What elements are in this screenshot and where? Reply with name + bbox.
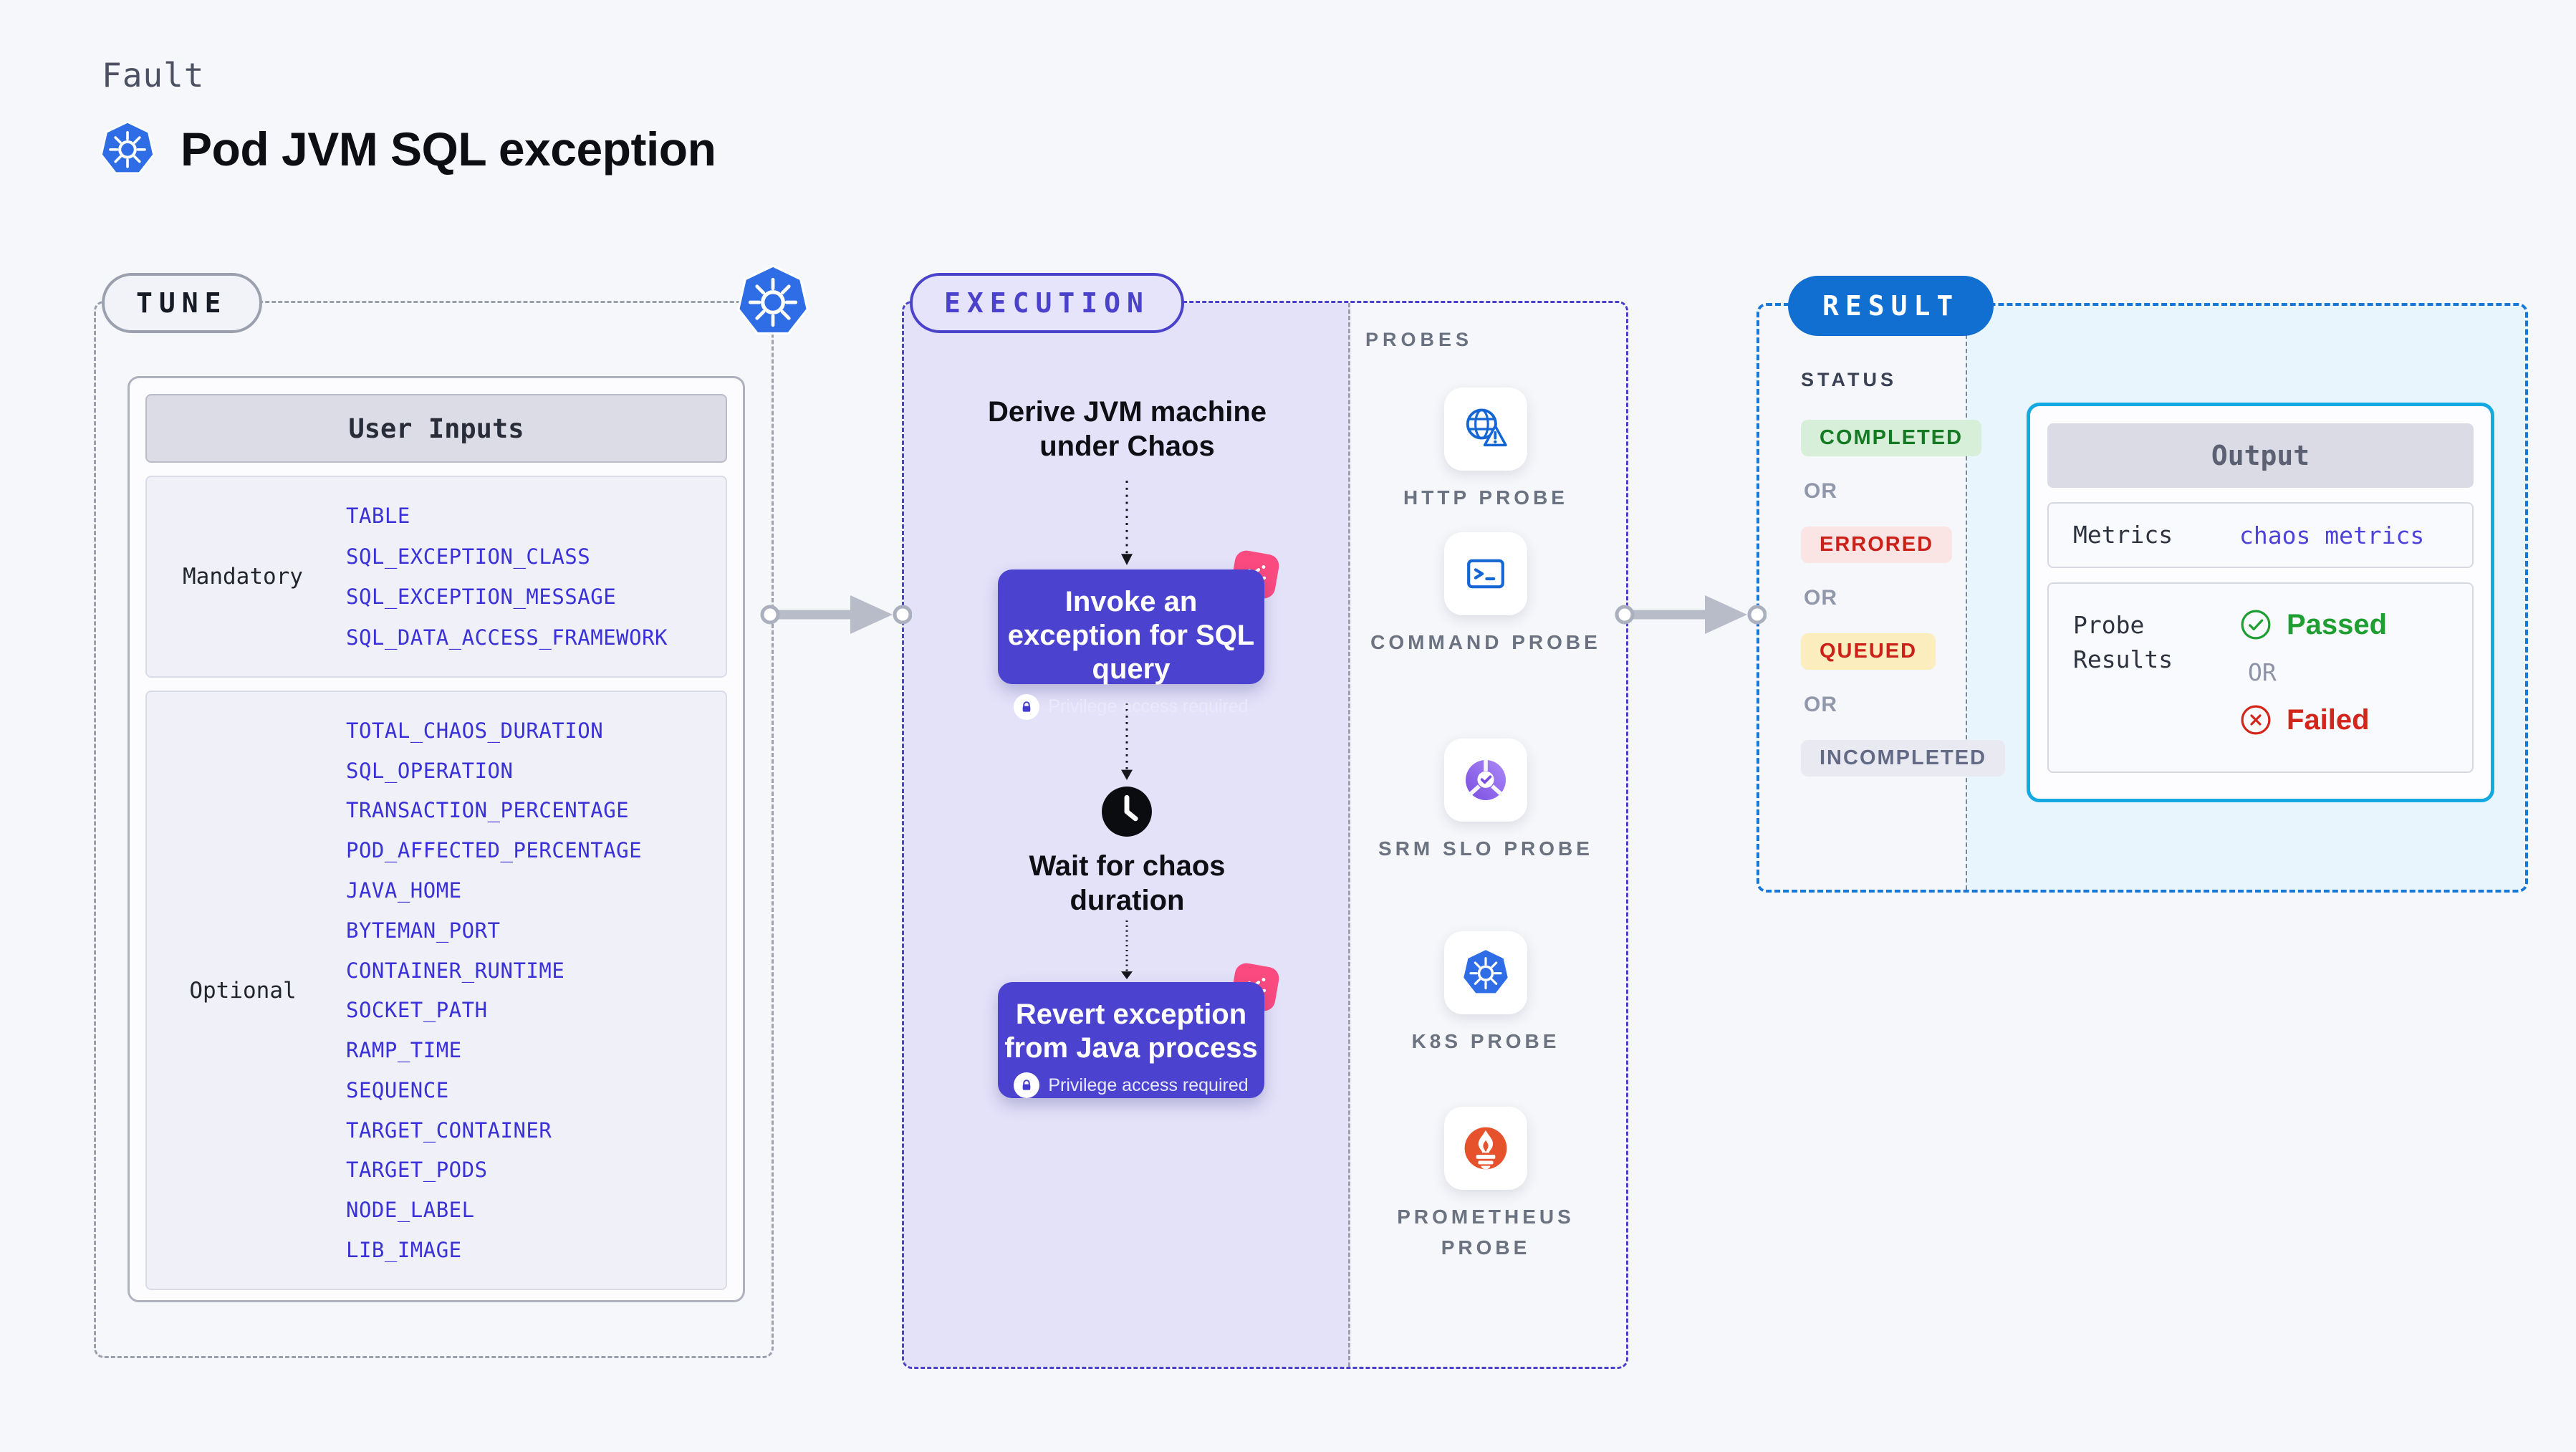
param-item: TARGET_CONTAINER [346, 1117, 552, 1143]
param-item: NODE_LABEL [346, 1198, 475, 1223]
wait-step-text: Wait for chaos duration [1029, 850, 1226, 916]
param-item: SQL_OPERATION [346, 758, 514, 783]
param-item: BYTEMAN_PORT [346, 918, 501, 943]
status-column: STATUS COMPLETED OR ERRORED OR QUEUED OR… [1801, 369, 2006, 777]
probe-label: SRM SLO PROBE [1378, 837, 1593, 860]
fault-category-label: Fault [102, 56, 205, 95]
tune-section: TUNE User Inputs Mandatory TABLE SQL_EXC… [94, 301, 774, 1358]
probe-results-row: Probe Results Passed OR Failed [2047, 582, 2474, 773]
param-item: SQL_EXCEPTION_CLASS [346, 544, 591, 569]
or-separator: OR [1804, 693, 1837, 716]
arrow-execution-to-result [1615, 593, 1767, 636]
or-separator: OR [1804, 479, 1837, 503]
probe-results-values: Passed OR Failed [2239, 608, 2387, 736]
tune-pill: TUNE [102, 273, 262, 333]
param-item: CONTAINER_RUNTIME [346, 958, 565, 983]
param-item: TABLE [346, 504, 410, 529]
status-badge: INCOMPLETED [1801, 740, 2006, 777]
metrics-row: Metrics chaos metrics [2047, 502, 2474, 568]
param-item: SOCKET_PATH [346, 998, 488, 1023]
probe-label: PROMETHEUS PROBE [1397, 1206, 1575, 1259]
lock-icon [1014, 1072, 1040, 1099]
param-item: TARGET_PODS [346, 1158, 488, 1183]
user-inputs-card: User Inputs Mandatory TABLE SQL_EXCEPTIO… [128, 376, 745, 1302]
status-badge: QUEUED [1801, 633, 1936, 670]
terminal-icon [1461, 549, 1511, 599]
prometheus-probe-card [1444, 1107, 1527, 1190]
or-separator: OR [2248, 658, 2277, 686]
mandatory-params-group: Mandatory TABLE SQL_EXCEPTION_CLASS SQL_… [145, 476, 727, 678]
optional-params-group: Optional TOTAL_CHAOS_DURATION SQL_OPERAT… [145, 691, 727, 1290]
param-item: LIB_IMAGE [346, 1238, 462, 1263]
k8s-probe-card [1444, 931, 1527, 1014]
status-badge: COMPLETED [1801, 420, 1982, 456]
passed-row: Passed [2239, 608, 2387, 641]
privilege-note: Privilege access required [1048, 1074, 1249, 1095]
mandatory-label: Mandatory [183, 564, 303, 590]
metrics-label: Metrics [2073, 521, 2173, 549]
execution-pill: EXECUTION [910, 273, 1184, 333]
kubernetes-icon [735, 264, 811, 340]
clock-icon [1100, 784, 1154, 839]
failed-row: Failed [2239, 703, 2387, 736]
globe-alert-icon [1461, 404, 1511, 454]
user-inputs-header: User Inputs [145, 394, 727, 463]
http-probe-card [1444, 388, 1527, 471]
revert-step-title: Revert exception from Java process [1004, 999, 1258, 1064]
probes-label: PROBES [1365, 329, 1474, 350]
check-circle-icon [2239, 608, 2272, 641]
passed-label: Passed [2287, 608, 2388, 640]
arrow-tune-to-execution [760, 593, 912, 636]
probe-label: K8S PROBE [1411, 1030, 1560, 1052]
dotted-flow-arrow [1120, 481, 1134, 565]
optional-param-list: TOTAL_CHAOS_DURATION SQL_OPERATION TRANS… [339, 692, 726, 1289]
failed-label: Failed [2287, 703, 2370, 736]
status-badge: ERRORED [1801, 527, 1953, 563]
privilege-note-row: Privilege access required [998, 1072, 1264, 1099]
mandatory-param-list: TABLE SQL_EXCEPTION_CLASS SQL_EXCEPTION_… [339, 477, 726, 676]
command-probe-card [1444, 532, 1527, 615]
probe-label: HTTP PROBE [1403, 486, 1568, 509]
probes-column: PROBES HTTP PROBE COMMAND PROBE SRM SLO … [1348, 303, 1626, 1367]
invoke-step-card: Invoke an exception for SQL query Privil… [998, 569, 1264, 720]
kubernetes-icon [99, 120, 156, 178]
param-item: JAVA_HOME [346, 878, 462, 903]
status-label: STATUS [1801, 369, 1897, 390]
param-item: SEQUENCE [346, 1077, 449, 1102]
param-item: POD_AFFECTED_PERCENTAGE [346, 838, 643, 863]
param-item: SQL_EXCEPTION_MESSAGE [346, 585, 617, 610]
invoke-step-title: Invoke an exception for SQL query [1007, 586, 1255, 686]
revert-step-card: Revert exception from Java process Privi… [998, 982, 1264, 1099]
derive-step-text: Derive JVM machine under Chaos [987, 396, 1267, 462]
param-item: SQL_DATA_ACCESS_FRAMEWORK [346, 625, 668, 650]
prometheus-flame-icon [1461, 1123, 1511, 1173]
result-pill: RESULT [1788, 276, 1994, 336]
output-card: Output Metrics chaos metrics Probe Resul… [2027, 403, 2494, 802]
probe-results-label: Probe Results [2073, 611, 2173, 673]
kubernetes-icon [1461, 948, 1511, 998]
execution-section: EXECUTION Derive JVM machine under Chaos… [902, 273, 1628, 1369]
probe-label: COMMAND PROBE [1370, 631, 1601, 653]
slo-donut-check-icon [1461, 755, 1511, 805]
metrics-value: chaos metrics [2239, 521, 2425, 549]
privilege-note-row: Privilege access required [998, 693, 1264, 720]
page-title: Pod JVM SQL exception [181, 122, 716, 176]
x-circle-icon [2239, 703, 2272, 736]
dotted-flow-arrow [1120, 920, 1134, 979]
or-separator: OR [1804, 586, 1837, 610]
privilege-note: Privilege access required [1048, 696, 1249, 717]
lock-icon [1014, 693, 1040, 720]
page-header: Pod JVM SQL exception [99, 120, 716, 178]
optional-label: Optional [189, 977, 297, 1004]
param-item: TOTAL_CHAOS_DURATION [346, 718, 604, 743]
result-section: RESULT STATUS COMPLETED OR ERRORED OR QU… [1756, 276, 2528, 893]
srm-slo-probe-card [1444, 739, 1527, 822]
param-item: TRANSACTION_PERCENTAGE [346, 798, 630, 823]
output-header: Output [2047, 423, 2474, 488]
param-item: RAMP_TIME [346, 1038, 462, 1063]
